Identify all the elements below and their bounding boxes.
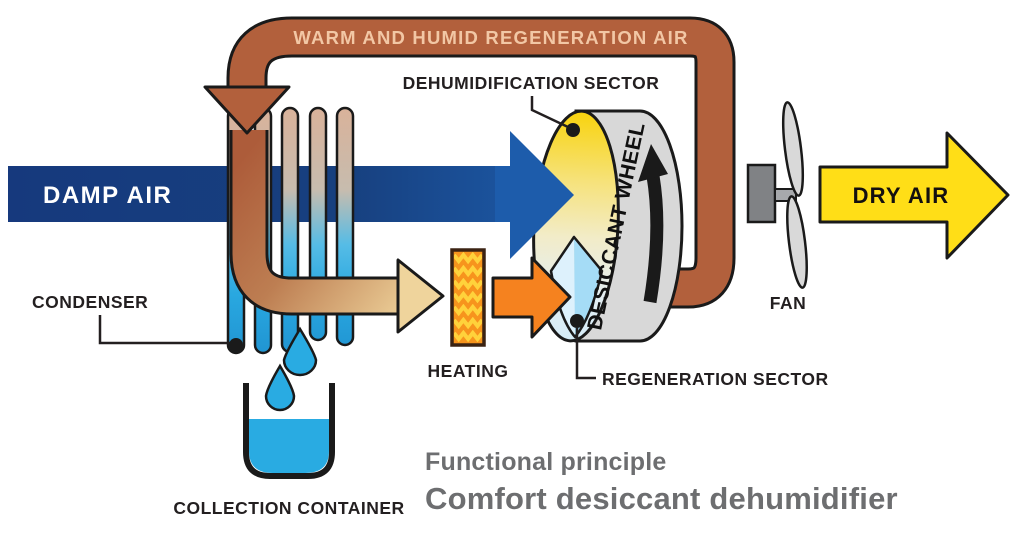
regeneration-dot [570,314,584,328]
container-walls [243,383,335,479]
damp-air-label: DAMP AIR [43,182,172,209]
loop-pipe-down-arrowhead [203,85,291,135]
fan-label: FAN [770,293,807,313]
title-functional-principle: Functional principle [425,448,667,476]
collection-container [243,383,335,479]
rotation-arrow-shaft [643,174,664,304]
desiccant-wheel: DESICCANT WHEEL [532,109,684,343]
heating-label: HEATING [428,361,509,381]
condenser-label: CONDENSER [32,292,148,312]
warm-air-arrowhead [396,258,445,334]
container-water [249,419,329,473]
water-drop [264,363,296,412]
regeneration-sector-label: REGENERATION SECTOR [602,369,829,389]
rotation-arrow-head [638,144,668,182]
regeneration-leader [575,328,596,380]
dehumidification-leader [530,96,569,129]
condenser-dot [229,338,243,352]
fan-motor [746,163,777,224]
heating-coil-pattern [454,252,482,343]
condenser-leader [98,315,232,345]
dry-air-arrow-shape [818,131,1010,260]
regeneration-loop-pipe: WARM AND HUMID REGENERATION AIR [203,16,736,309]
fan-blade-bottom [786,195,808,289]
condensate-heat-pipe [229,130,445,334]
loop-pipe-body [229,19,733,306]
dry-air-arrow: DRY AIR [818,131,1010,260]
dehumidification-sector-label: DEHUMIDIFICATION SECTOR [403,73,660,93]
hot-air-arrow [491,256,572,339]
collection-container-label: COLLECTION CONTAINER [173,498,404,518]
pipe-body [232,130,400,313]
regeneration-sector-left [551,237,575,337]
title-comfort-dehumidifier: Comfort desiccant dehumidifier [425,481,898,516]
regeneration-sector-right [574,237,602,337]
water-drops [264,326,318,412]
dry-air-label: DRY AIR [853,183,950,208]
heating-element [450,248,486,347]
regeneration-air-label: WARM AND HUMID REGENERATION AIR [293,27,688,48]
fan-blade-top [781,101,805,197]
dehumidification-dot [566,123,580,137]
leader-lines [98,96,596,380]
damp-air-arrowhead [495,131,574,259]
fan [746,101,808,289]
water-drop [282,326,318,377]
